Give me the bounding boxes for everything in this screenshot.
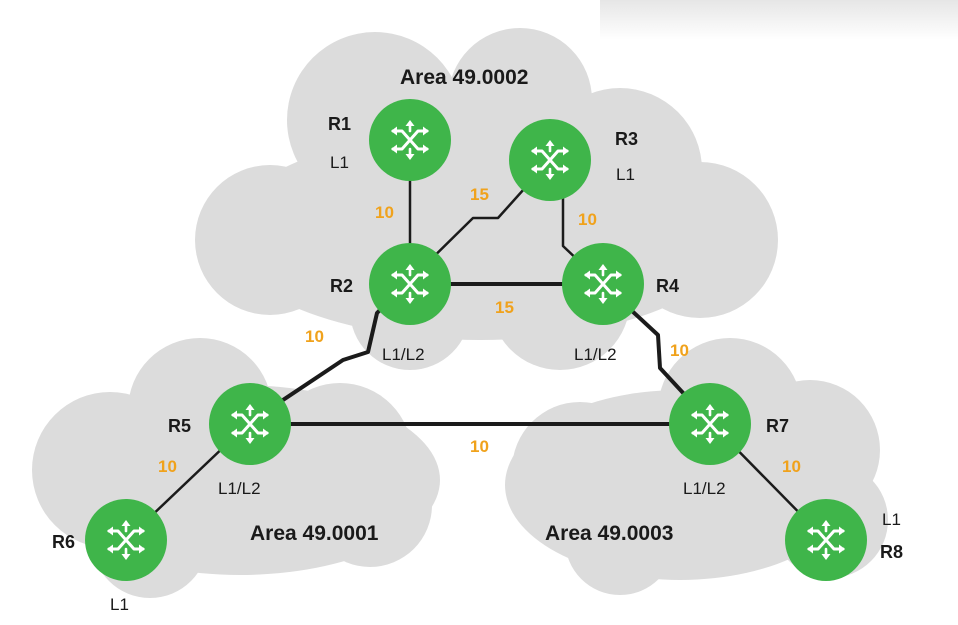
background-band (600, 0, 958, 40)
router-name-r1: R1 (328, 114, 351, 134)
metric-r3-r4: 10 (578, 210, 597, 229)
router-level-r6: L1 (110, 595, 129, 614)
router-level-r5: L1/L2 (218, 479, 261, 498)
router-r1[interactable] (369, 99, 451, 181)
metric-r7-r8: 10 (782, 457, 801, 476)
router-name-r8: R8 (880, 542, 903, 562)
metric-labels: 10 15 10 15 10 10 10 10 10 (158, 185, 801, 476)
router-r4[interactable] (562, 243, 644, 325)
router-name-r5: R5 (168, 416, 191, 436)
router-level-r7: L1/L2 (683, 479, 726, 498)
router-name-r3: R3 (615, 129, 638, 149)
router-level-r3: L1 (616, 165, 635, 184)
router-name-r2: R2 (330, 276, 353, 296)
metric-r5-r7: 10 (470, 437, 489, 456)
metric-r2-r4: 15 (495, 298, 514, 317)
router-r8[interactable] (785, 499, 867, 581)
router-r6[interactable] (85, 499, 167, 581)
metric-r5-r6: 10 (158, 457, 177, 476)
router-r2[interactable] (369, 243, 451, 325)
metric-r2-r5: 10 (305, 327, 324, 346)
metric-r4-r7: 10 (670, 341, 689, 360)
metric-r1-r2: 10 (375, 203, 394, 222)
router-r7[interactable] (669, 383, 751, 465)
metric-r2-r3: 15 (470, 185, 489, 204)
router-level-r4: L1/L2 (574, 345, 617, 364)
router-r3[interactable] (509, 119, 591, 201)
router-level-r8: L1 (882, 510, 901, 529)
router-name-r7: R7 (766, 416, 789, 436)
area-label-left: Area 49.0001 (250, 522, 379, 545)
router-level-r1: L1 (330, 153, 349, 172)
router-r5[interactable] (209, 383, 291, 465)
area-label-right: Area 49.0003 (545, 522, 673, 545)
router-name-r6: R6 (52, 532, 75, 552)
router-name-r4: R4 (656, 276, 679, 296)
router-level-r2: L1/L2 (382, 345, 425, 364)
area-label-top: Area 49.0002 (400, 66, 528, 89)
